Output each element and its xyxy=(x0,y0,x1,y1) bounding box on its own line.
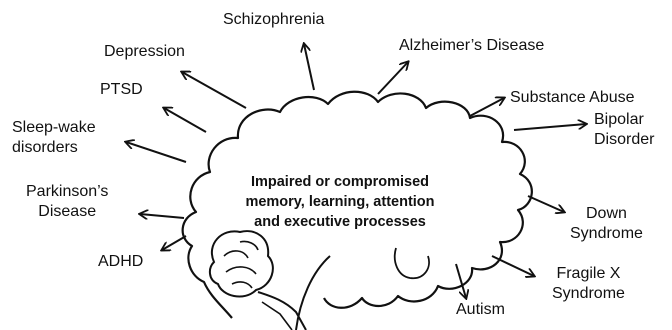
label-parkinsons: Parkinson’s Disease xyxy=(26,182,108,222)
label-autism: Autism xyxy=(456,301,505,318)
label-parkinsons-line2: Disease xyxy=(38,203,97,220)
center-line-3: and executive processes xyxy=(254,214,426,230)
arrow-parkinsons xyxy=(140,214,185,218)
label-substance-abuse: Substance Abuse xyxy=(510,89,635,106)
arrow-fragile-x xyxy=(491,255,534,276)
arrow-down-syndrome xyxy=(527,195,564,212)
label-bipolar: Bipolar Disorder xyxy=(594,110,654,150)
arrow-depression xyxy=(182,72,247,109)
arrow-adhd xyxy=(162,235,187,250)
arrow-bipolar xyxy=(513,124,586,131)
arrow-substance-abuse xyxy=(469,98,504,117)
label-depression: Depression xyxy=(104,43,185,60)
label-down-syndrome: Down Syndrome xyxy=(570,204,643,244)
center-line-1: Impaired or compromised xyxy=(250,174,430,190)
label-schizophrenia: Schizophrenia xyxy=(223,11,325,28)
label-sleep-wake: Sleep-wake disorders xyxy=(12,118,96,158)
arrow-autism xyxy=(455,263,466,298)
arrow-sleep-wake xyxy=(126,142,187,163)
label-parkinsons-line1: Parkinson’s xyxy=(26,183,109,200)
label-fragile-x-line2: Syndrome xyxy=(552,285,625,302)
center-caption: Impaired or compromised memory, learning… xyxy=(225,172,455,232)
label-fragile-x-line1: Fragile X xyxy=(556,265,621,282)
arrow-ptsd xyxy=(164,108,207,133)
brain-inner-fold xyxy=(393,247,430,280)
label-down-line1: Down xyxy=(586,205,627,222)
arrow-alzheimers xyxy=(377,62,408,95)
label-bipolar-line1: Bipolar xyxy=(594,111,644,128)
label-ptsd: PTSD xyxy=(100,81,143,98)
brain-stem xyxy=(257,255,331,330)
cerebellum-folds xyxy=(223,240,259,289)
arrow-schizophrenia xyxy=(304,44,315,91)
brain-outline xyxy=(181,90,533,319)
center-line-2: memory, learning, attention xyxy=(245,194,435,210)
label-sleep-wake-line2: disorders xyxy=(12,139,78,156)
cerebellum xyxy=(208,230,274,298)
label-sleep-wake-line1: Sleep-wake xyxy=(12,119,96,136)
label-adhd: ADHD xyxy=(98,253,144,270)
label-fragile-x: Fragile X Syndrome xyxy=(552,264,625,304)
label-down-line2: Syndrome xyxy=(570,225,643,242)
label-bipolar-line2: Disorder xyxy=(594,131,655,148)
brain-stem-line xyxy=(261,301,293,330)
label-alzheimers: Alzheimer’s Disease xyxy=(399,37,545,54)
